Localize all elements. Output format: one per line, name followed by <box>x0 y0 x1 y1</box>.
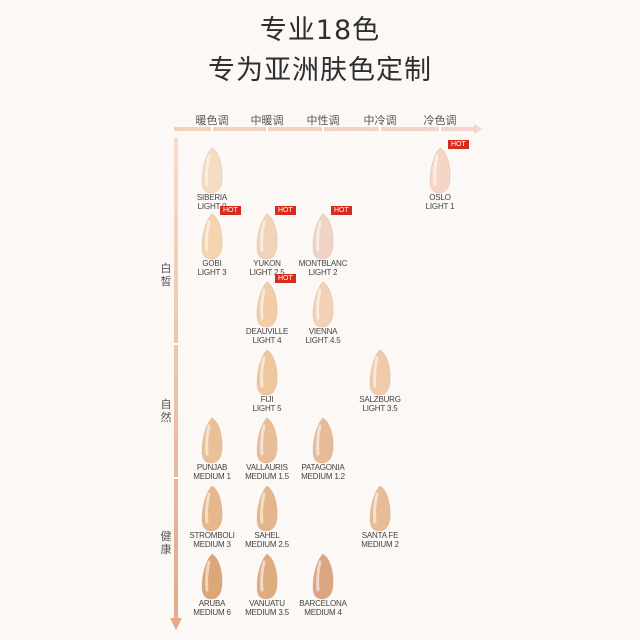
shade-code: LIGHT 3.5 <box>362 404 398 413</box>
shade-swatch <box>254 212 280 260</box>
shade-code: MEDIUM 3 <box>193 540 231 549</box>
shade-code: MEDIUM 1.5 <box>245 472 289 481</box>
shade-code: LIGHT 2 <box>308 268 338 277</box>
shade-name: ARUBA <box>198 599 226 608</box>
shade-code: MEDIUM 6 <box>193 608 231 617</box>
shade-name: STROMBOLI <box>189 531 235 540</box>
shade-swatch <box>199 484 225 532</box>
depth-axis-arrow <box>170 618 182 630</box>
shade-swatch <box>367 348 393 396</box>
shade-name: OSLO <box>429 193 451 202</box>
tone-label-2: 中性调 <box>306 114 340 127</box>
depth-label-1: 自然 <box>160 398 172 424</box>
shade-code: LIGHT 4.5 <box>305 336 341 345</box>
shade-name: VIENNA <box>308 327 338 336</box>
shade-code: MEDIUM 4 <box>304 608 342 617</box>
shade-code: LIGHT 3 <box>197 268 227 277</box>
shade-swatch <box>310 552 336 600</box>
hot-badge: HOT <box>275 274 296 283</box>
shade-name: VALLAURIS <box>246 463 288 472</box>
shade-name: MONTBLANC <box>298 259 348 268</box>
shade-swatch <box>199 212 225 260</box>
shade-swatch <box>199 146 225 194</box>
shade-swatch <box>254 416 280 464</box>
shade-code: MEDIUM 2.5 <box>245 540 289 549</box>
hot-badge: HOT <box>220 206 241 215</box>
shade-code: MEDIUM 1.2 <box>301 472 345 481</box>
shade-swatch <box>199 552 225 600</box>
shade-name: SANTA FE <box>361 531 399 540</box>
shade-swatch <box>310 212 336 260</box>
shade-name: FIJI <box>260 395 274 404</box>
shade-code: LIGHT 1 <box>425 202 455 211</box>
shade-name: SAHEL <box>254 531 280 540</box>
shade-name: SALZBURG <box>359 395 401 404</box>
tone-label-4: 冷色调 <box>423 114 457 127</box>
shade-name: SIBERIA <box>196 193 228 202</box>
depth-label-0: 白皙 <box>160 262 172 288</box>
shade-name: PUNJAB <box>196 463 228 472</box>
depth-label-2: 健康 <box>160 530 172 556</box>
hot-badge: HOT <box>448 140 469 149</box>
tone-label-3: 中冷调 <box>363 114 397 127</box>
tone-label-1: 中暖调 <box>250 114 284 127</box>
shade-code: MEDIUM 2 <box>361 540 399 549</box>
shade-code: MEDIUM 3.5 <box>245 608 289 617</box>
title-line-2: 专为亚洲肤色定制 <box>208 55 432 86</box>
shade-name: BARCELONA <box>299 599 347 608</box>
shade-code: LIGHT 5 <box>252 404 282 413</box>
shade-swatch <box>254 552 280 600</box>
shade-swatch <box>367 484 393 532</box>
shade-name: GOBI <box>202 259 222 268</box>
shade-swatch <box>310 280 336 328</box>
shade-swatch <box>254 484 280 532</box>
shade-name: YUKON <box>253 259 281 268</box>
shade-swatch <box>199 416 225 464</box>
hot-badge: HOT <box>275 206 296 215</box>
shade-swatch <box>254 280 280 328</box>
shade-name: DEAUVILLE <box>245 327 289 336</box>
shade-swatch <box>254 348 280 396</box>
shade-name: VANUATU <box>249 599 285 608</box>
depth-axis <box>174 138 178 618</box>
shade-code: MEDIUM 1 <box>193 472 231 481</box>
title-line-1: 专业18色 <box>259 15 381 46</box>
shade-code: LIGHT 4 <box>252 336 282 345</box>
tone-label-0: 暖色调 <box>195 114 229 127</box>
shade-name: PATAGONIA <box>301 463 345 472</box>
hot-badge: HOT <box>331 206 352 215</box>
shade-swatch <box>427 146 453 194</box>
shade-code: LIGHT 0 <box>197 202 227 211</box>
tone-axis-arrow <box>474 124 482 134</box>
shade-swatch <box>310 416 336 464</box>
shade-code: LIGHT 2.5 <box>249 268 285 277</box>
